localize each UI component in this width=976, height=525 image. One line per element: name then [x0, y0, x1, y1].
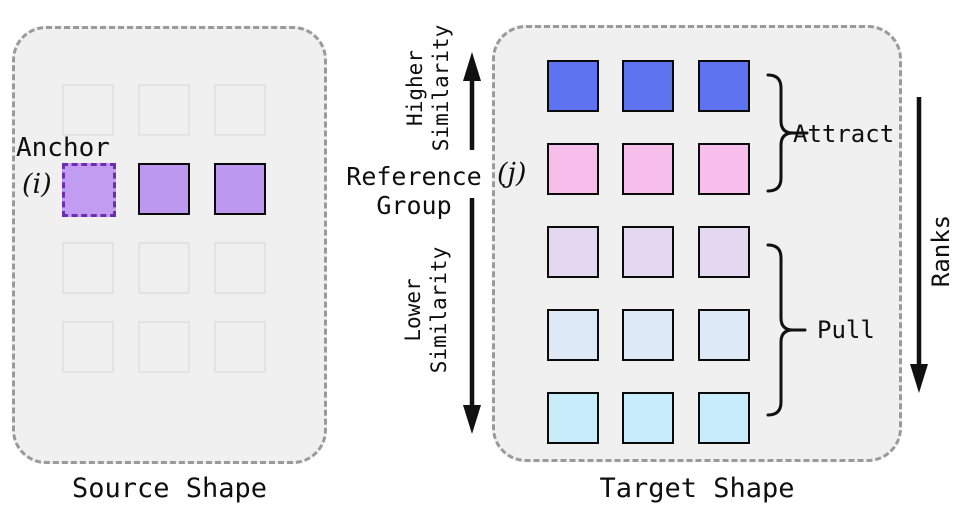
reference-index-label: (j) [497, 158, 527, 189]
source-cell-faint [138, 321, 190, 373]
anchor-cell [62, 163, 116, 217]
arrow-down-head [463, 405, 481, 434]
target-cell-rank3 [622, 226, 674, 278]
higher-similarity-line1: Higher [403, 50, 427, 126]
target-cell-rank5 [547, 392, 599, 444]
target-cell-rank1 [622, 60, 674, 112]
source-cell-faint [62, 84, 114, 136]
target-cell-rank2 [547, 143, 599, 195]
target-cell-rank5 [698, 392, 750, 444]
pull-brace [766, 243, 807, 417]
source-cell-highlight [214, 163, 266, 215]
target-cell-rank4 [547, 309, 599, 361]
higher-similarity-line2: Similarity [429, 24, 453, 152]
similarity-axis-arrow [463, 52, 481, 434]
ranks-label-text: Ranks [927, 214, 955, 288]
arrow-up-head [463, 52, 481, 81]
anchor-label: Anchor [16, 133, 110, 163]
higher-similarity-label: Higher Similarity [401, 21, 455, 155]
target-cell-rank2 [698, 143, 750, 195]
target-cell-rank1 [547, 60, 599, 112]
source-cell-faint [138, 242, 190, 294]
target-cell-rank4 [698, 309, 750, 361]
source-cell-highlight [138, 163, 190, 215]
target-cell-rank1 [698, 60, 750, 112]
ranks-label: Ranks [927, 209, 955, 293]
target-cell-rank4 [622, 309, 674, 361]
attract-label: Attract [793, 120, 895, 148]
ranks-arrow [910, 97, 928, 393]
target-cell-rank3 [547, 226, 599, 278]
target-cell-rank5 [622, 392, 674, 444]
lower-similarity-line2: Similarity [427, 246, 451, 374]
lower-similarity-line1: Lower [401, 278, 425, 342]
target-shape-caption: Target Shape [599, 473, 795, 504]
source-cell-faint [62, 321, 114, 373]
source-cell-faint [214, 84, 266, 136]
target-cell-rank2 [622, 143, 674, 195]
source-shape-caption: Source Shape [71, 473, 268, 504]
source-cell-faint [62, 242, 114, 294]
pull-label: Pull [817, 316, 875, 344]
source-cell-faint [214, 321, 266, 373]
reference-group-line1: Reference [346, 162, 482, 191]
lower-similarity-label: Lower Similarity [399, 243, 453, 377]
source-cell-faint [214, 242, 266, 294]
reference-group-label: Reference Group [339, 162, 489, 220]
anchor-index-label: (i) [22, 169, 52, 200]
ranks-arrow-head [910, 364, 928, 393]
target-cell-rank3 [698, 226, 750, 278]
attract-brace [766, 73, 809, 193]
source-cell-faint [138, 84, 190, 136]
reference-group-line2: Group [376, 191, 452, 220]
